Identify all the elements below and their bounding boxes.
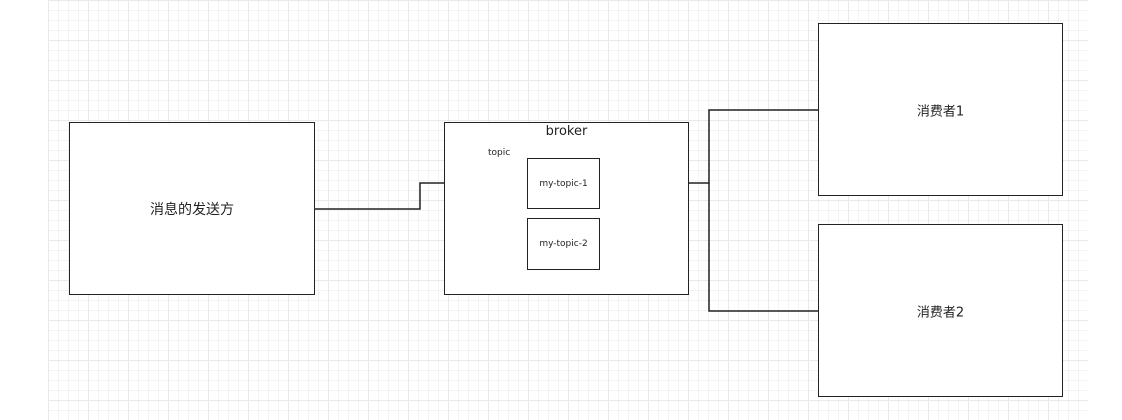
consumer-label-1: 消费者1 [916, 104, 965, 119]
consumer2-to-topic-edge [708, 183, 818, 312]
topic-box-2[interactable]: my-topic-2 [527, 218, 600, 270]
topic-box-1[interactable]: my-topic-1 [527, 158, 600, 209]
consumer-label-2: 消费者2 [916, 305, 965, 320]
topic-label-2: my-topic-2 [539, 239, 588, 249]
topic-caption: topic [488, 148, 511, 158]
consumer-box-2[interactable]: 消费者2 [818, 224, 1063, 397]
broker-label: broker [545, 124, 588, 139]
sender-box[interactable]: 消息的发送方 [69, 122, 315, 295]
consumer-box-1[interactable]: 消费者1 [818, 23, 1063, 196]
topic-label-1: my-topic-1 [539, 178, 588, 189]
sender-label: 消息的发送方 [150, 201, 234, 218]
